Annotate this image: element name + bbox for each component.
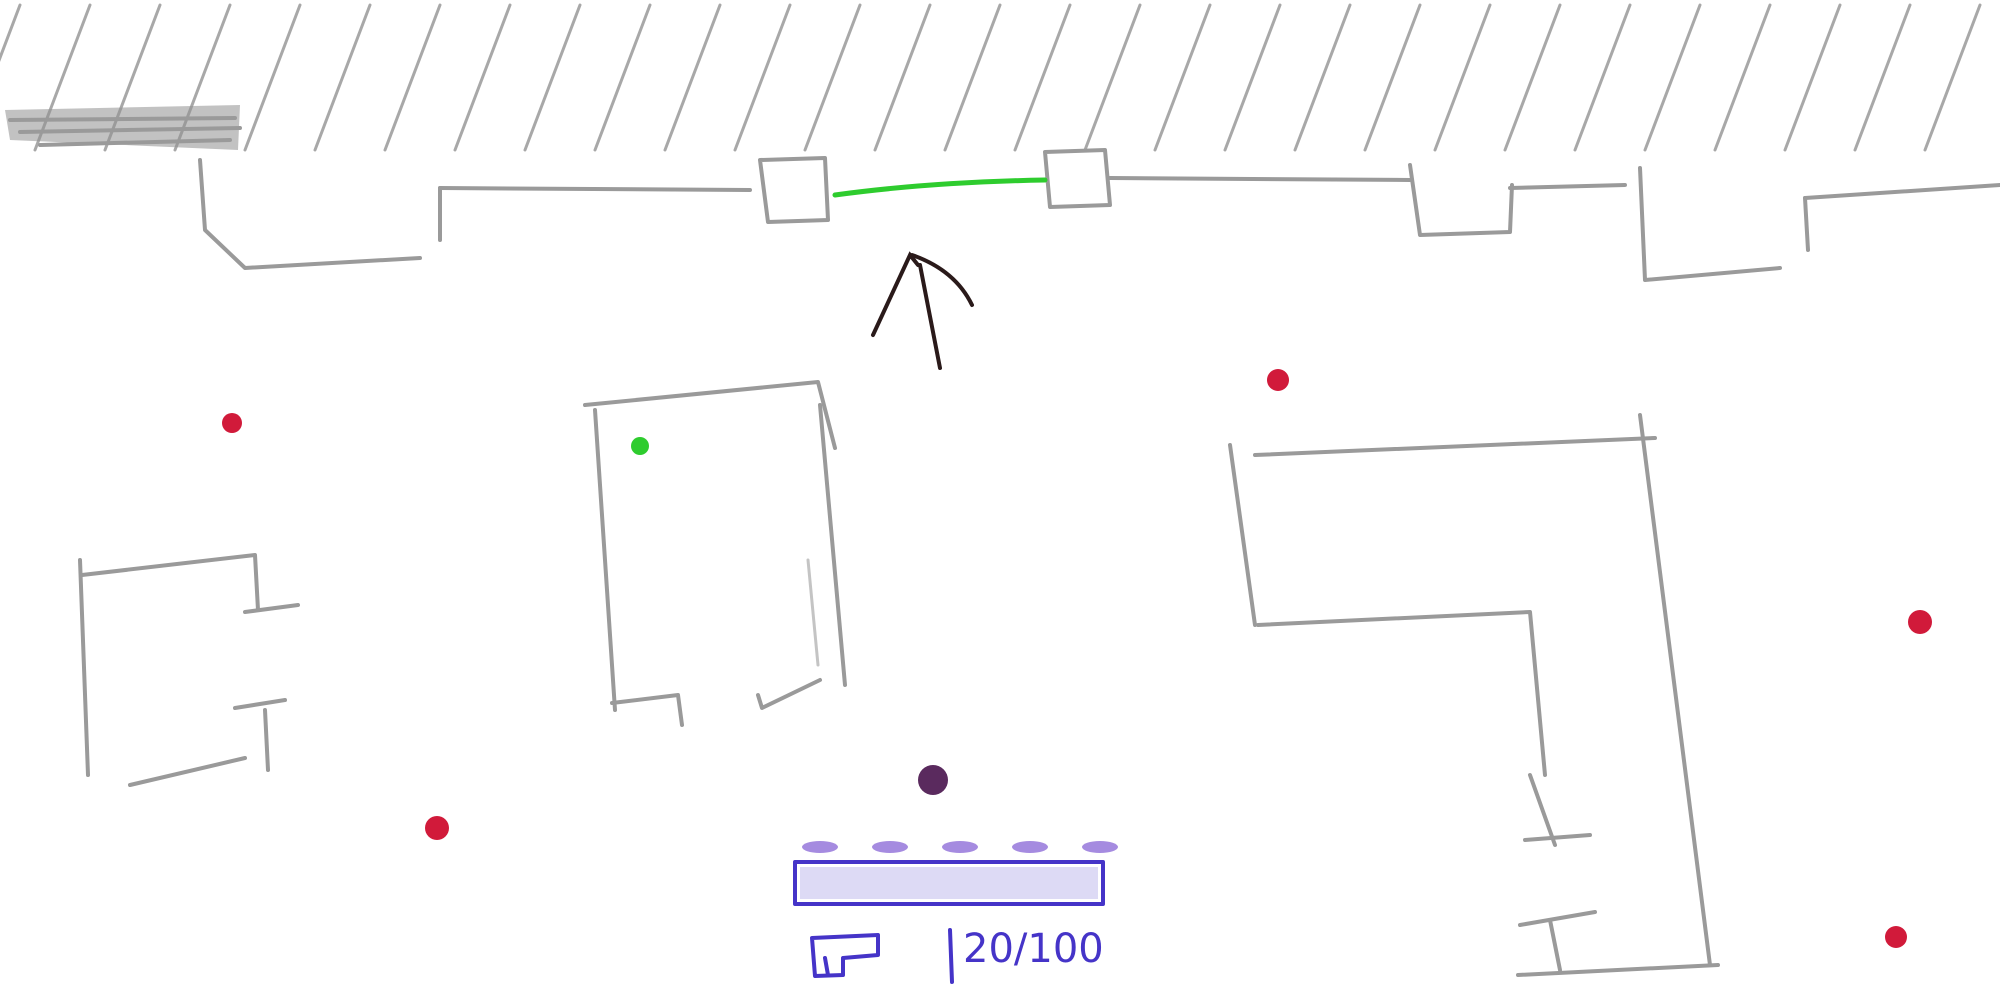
- hatch-line: [1153, 3, 1212, 152]
- health-bar: [793, 860, 1105, 906]
- hud-divider: [948, 928, 954, 984]
- hatch-line: [1223, 3, 1282, 152]
- enemy: [1908, 610, 1932, 634]
- health-pip: [802, 841, 838, 853]
- hatch-line: [0, 3, 22, 62]
- health-pip: [872, 841, 908, 853]
- arrow-up-icon: [871, 251, 974, 370]
- hatch-line: [243, 3, 302, 152]
- health-pip: [1082, 841, 1118, 853]
- top-wall: [198, 148, 2000, 282]
- enemies: [222, 369, 1932, 948]
- hatch-line: [523, 3, 582, 152]
- hatch-line: [803, 3, 862, 152]
- hatch-line: [383, 3, 442, 152]
- hatch-line: [1293, 3, 1352, 152]
- hatch-line: [1573, 3, 1632, 152]
- hatch-line: [593, 3, 652, 152]
- top-wall-hatching: [0, 3, 1982, 152]
- enemy: [1885, 926, 1907, 948]
- hatch-line: [1783, 3, 1842, 152]
- enemy: [222, 413, 242, 433]
- health-pips: [802, 841, 1118, 853]
- enemy: [1267, 369, 1289, 391]
- room-left: [78, 553, 300, 787]
- top-left-block: [5, 105, 242, 150]
- exit-door[interactable]: [832, 177, 1048, 198]
- hatch-line: [1853, 3, 1912, 152]
- hatch-line: [733, 3, 792, 152]
- ammo-counter: 20/100: [963, 926, 1104, 972]
- hatch-line: [1013, 3, 1072, 152]
- green-pickup: [631, 437, 649, 455]
- enemy: [425, 816, 449, 840]
- room-right: [1228, 413, 1720, 977]
- hatch-line: [1083, 3, 1142, 152]
- hatch-line: [1503, 3, 1562, 152]
- hatch-line: [1643, 3, 1702, 152]
- hatch-line: [1713, 3, 1772, 152]
- health-pip: [1012, 841, 1048, 853]
- hatch-line: [943, 3, 1002, 152]
- hatch-line: [1363, 3, 1422, 152]
- health-pip: [942, 841, 978, 853]
- hatch-line: [1433, 3, 1492, 152]
- pistol-icon: [810, 933, 880, 978]
- hatch-line: [1923, 3, 1982, 152]
- room-center: [583, 380, 847, 727]
- player-dot: [918, 765, 948, 795]
- hatch-line: [313, 3, 372, 152]
- hatch-line: [663, 3, 722, 152]
- hatch-line: [453, 3, 512, 152]
- hatch-line: [873, 3, 932, 152]
